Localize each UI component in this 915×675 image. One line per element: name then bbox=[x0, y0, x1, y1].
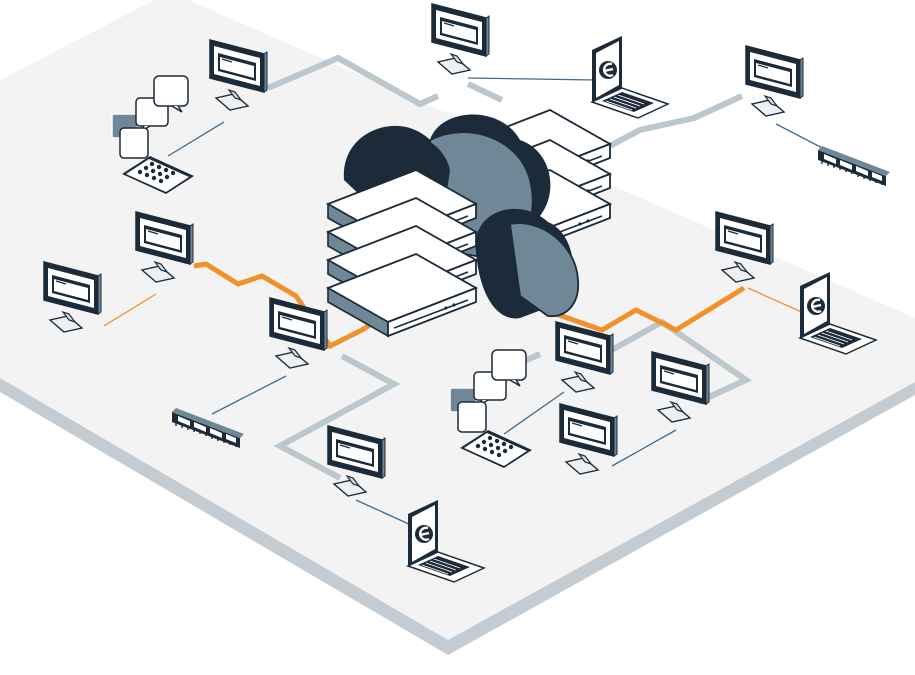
orange-network-links bbox=[193, 261, 746, 350]
cloud-server bbox=[327, 109, 611, 337]
platform bbox=[0, 0, 915, 655]
link-lines bbox=[103, 77, 835, 531]
memory-module-icon bbox=[817, 145, 891, 187]
laptop-icon bbox=[590, 34, 670, 120]
desktop-monitor-icon bbox=[745, 45, 804, 117]
desktop-monitor-icon bbox=[431, 3, 490, 75]
